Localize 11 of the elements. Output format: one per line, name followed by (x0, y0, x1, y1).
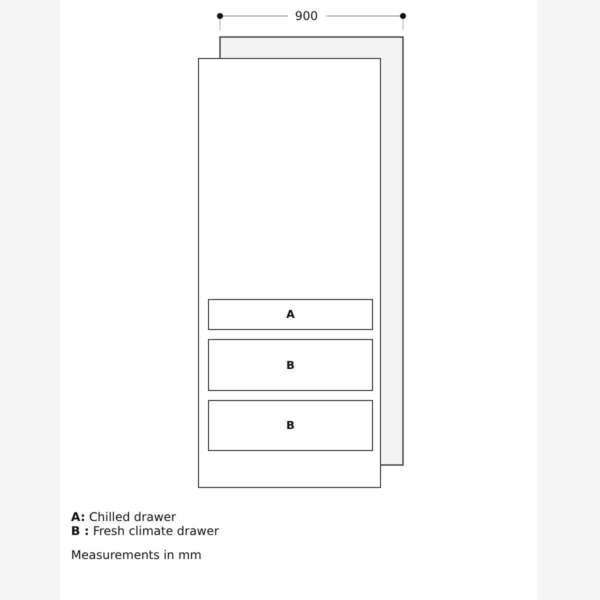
drawer-front (208, 400, 373, 451)
legend-text: B : Fresh climate drawer (71, 524, 219, 538)
drawer-letter: B (286, 358, 295, 372)
drawer-front (208, 339, 373, 391)
fridge-door (198, 58, 381, 488)
drawer-letter: B (286, 419, 295, 432)
legend-text: A: Chilled drawer (71, 510, 176, 524)
drawer-letter: A (286, 308, 295, 321)
drawer-front (208, 299, 373, 330)
dimension-value: 900 (295, 9, 318, 23)
note: Measurements in mm (71, 548, 202, 562)
